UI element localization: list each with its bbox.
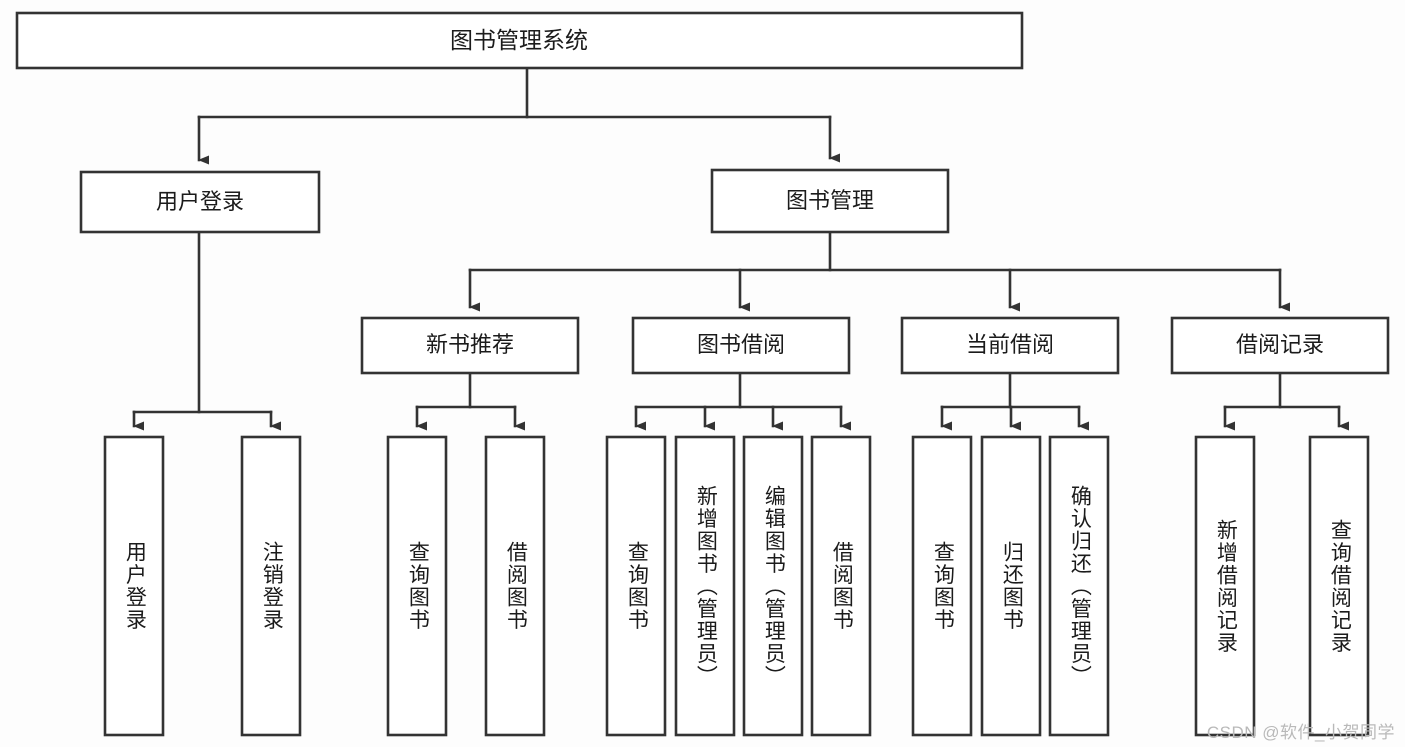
leaf-box-add-record[interactable]: [1194, 435, 1256, 737]
node-current-borrow-label: 当前借阅: [966, 332, 1054, 357]
node-book-borrow-label: 图书借阅: [697, 332, 785, 357]
leaf-box-return-book[interactable]: [980, 435, 1042, 737]
node-book-manage-label: 图书管理: [786, 188, 874, 213]
leaf-box-query-book-rec[interactable]: [386, 435, 448, 737]
node-current-borrow-box[interactable]: [900, 316, 1120, 375]
node-new-book-rec-label: 新书推荐: [426, 332, 514, 357]
leaf-box-query-record[interactable]: [1308, 435, 1370, 737]
node-book-borrow-box[interactable]: [631, 316, 851, 375]
watermark-text: CSDN @软件_小贺同学: [1206, 723, 1395, 742]
leaf-box-query-book-cur[interactable]: [911, 435, 973, 737]
node-borrow-record-box[interactable]: [1170, 316, 1390, 375]
node-root-label: 图书管理系统: [450, 27, 588, 53]
leaf-box-borrow-book-rec[interactable]: [484, 435, 546, 737]
node-borrow-record-label: 借阅记录: [1236, 332, 1324, 357]
leaf-box-logout[interactable]: [240, 435, 302, 737]
node-layer: 图书管理系统 用户登录 图书管理 新书推荐 图书借阅 当前借阅 借阅记录: [15, 11, 1390, 737]
leaf-box-query-book-brw[interactable]: [605, 435, 667, 737]
leaf-box-edit-book[interactable]: [742, 435, 804, 737]
leaf-box-add-book[interactable]: [674, 435, 736, 737]
node-user-login-box[interactable]: [79, 170, 321, 234]
leaf-box-borrow-book-brw[interactable]: [810, 435, 872, 737]
node-user-login-label: 用户登录: [156, 189, 244, 214]
node-book-manage-box[interactable]: [710, 168, 950, 234]
connector-layer: [132, 66, 1349, 431]
node-new-book-rec-box[interactable]: [360, 316, 580, 375]
node-root-box[interactable]: [15, 11, 1024, 70]
leaf-box-user-login[interactable]: [103, 435, 165, 737]
leaf-box-confirm-return[interactable]: [1048, 435, 1110, 737]
